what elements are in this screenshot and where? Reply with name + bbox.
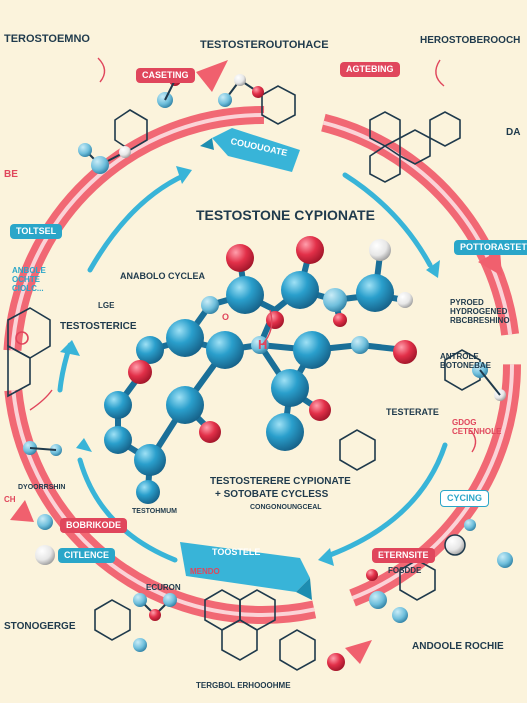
label-o: O bbox=[222, 312, 230, 322]
tag-pottasium: POTTORASTET bbox=[454, 240, 527, 255]
label-fosdde: FOSDDE bbox=[388, 566, 422, 575]
ring-arrowhead bbox=[196, 60, 228, 92]
label-left-mid: DYOORRSHIN bbox=[18, 484, 66, 491]
label-anabole: ANBOLE OCHTE CIOLC... bbox=[12, 266, 46, 293]
label-stonogerge: STONOGERGE bbox=[4, 621, 76, 632]
main-title: TESTOSTONE CYPIONATE bbox=[196, 207, 375, 223]
label-testosterone: TESTOSTERICE bbox=[60, 321, 137, 332]
label-left-red: BE bbox=[4, 169, 18, 180]
ring-arrowhead bbox=[10, 500, 34, 522]
tag-eternsite: ETERNSITE bbox=[372, 548, 435, 563]
label-h: H bbox=[258, 337, 268, 352]
cyan-arrowheads bbox=[60, 166, 440, 566]
small-molecule-bottom bbox=[133, 569, 408, 671]
tag-citlence: CITLENCE bbox=[58, 548, 115, 563]
label-mendo: MENDO bbox=[190, 567, 220, 576]
ring-structure-top bbox=[114, 85, 296, 151]
label-right-small: ANTROLE BOTONEBAE bbox=[440, 352, 491, 370]
ribbon-top bbox=[200, 128, 300, 172]
label-top-center-title: TESTOSTEROUTOHACE bbox=[200, 39, 329, 51]
label-small-below: CONGONOUNGCEAL bbox=[250, 504, 322, 511]
central-molecule-atoms bbox=[104, 236, 417, 504]
small-molecule-right bbox=[444, 362, 513, 568]
label-androle: ANDOOLE ROCHIE bbox=[412, 641, 504, 652]
ribbon-bottom bbox=[180, 542, 312, 600]
label-top-right-title: HEROSTOBEROOCH bbox=[420, 35, 521, 46]
ring-structure-left bbox=[7, 307, 51, 398]
label-cypionate-cycles-2: + SOTOBATE CYCLESS bbox=[215, 489, 329, 500]
label-testohimum: TESTOHMUM bbox=[132, 508, 177, 515]
ring-structure-bottom bbox=[94, 589, 316, 671]
label-lge: LGE bbox=[98, 301, 115, 310]
label-right-hydr: PYROED HYDROGENED RBCBRESHINO bbox=[450, 298, 510, 325]
annotation-arrows bbox=[29, 57, 477, 453]
label-bottom-small: TERGBOL ERHOOOHME bbox=[196, 681, 291, 690]
label-right-d: DA bbox=[506, 127, 521, 138]
tag-agtebing: AGTEBING bbox=[340, 62, 400, 77]
label-anabolic: ANABOLO CYCLEA bbox=[120, 271, 205, 281]
tag-cycing: CYCING bbox=[440, 490, 490, 507]
small-molecule-left bbox=[23, 143, 131, 565]
label-cypionate-cycles-1: TESTOSTERERE CYPIONATE bbox=[210, 476, 351, 487]
cyan-cycle-arrows bbox=[57, 172, 448, 563]
tag-totasel: TOLTSEL bbox=[10, 224, 63, 239]
label-right-small2: GDOG CETENHOLE bbox=[452, 418, 502, 436]
tag-bobrikode: BOBRIKODE bbox=[60, 518, 128, 533]
label-testerate: TESTERATE bbox=[386, 407, 439, 417]
ring-arrowhead bbox=[478, 250, 502, 276]
label-top-left-title: TEROSTOEMNO bbox=[4, 33, 90, 45]
label-ch: CH bbox=[4, 495, 16, 504]
ring-arrowhead bbox=[345, 640, 372, 664]
ribbon-bottom-text: TOOSTELE bbox=[212, 547, 261, 557]
label-ecuron: ECURON bbox=[146, 583, 181, 592]
tag-caseting: CASETING bbox=[136, 68, 195, 83]
ring-structure-top-right bbox=[369, 111, 461, 183]
small-molecule-top bbox=[157, 74, 264, 108]
